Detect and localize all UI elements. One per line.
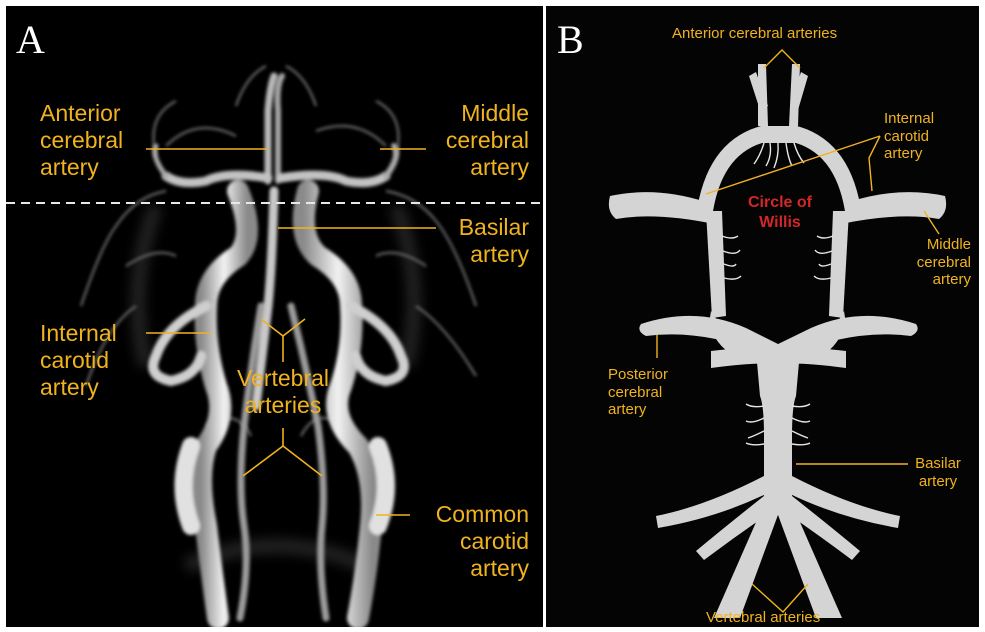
- label-line: cerebral: [917, 254, 971, 272]
- label-line: Internal: [40, 320, 117, 347]
- label-line: Middle: [917, 236, 971, 254]
- panel-b-schematic: B Anterior cerebral arteries Internal ca…: [546, 6, 979, 627]
- label-line: cerebral: [446, 127, 529, 154]
- label-line: Willis: [730, 213, 830, 233]
- label-line: artery: [608, 401, 668, 419]
- label-line: Common: [436, 501, 529, 528]
- label-line: artery: [459, 241, 529, 268]
- label-line: artery: [917, 271, 971, 289]
- label-line: artery: [902, 473, 974, 491]
- panel-a-angiogram: A Anterior cerebral artery Middle cerebr…: [6, 6, 543, 627]
- label-line: carotid: [40, 347, 117, 374]
- label-line: artery: [446, 154, 529, 181]
- label-internal-carotid-artery-a: Internal carotid artery: [40, 320, 117, 401]
- label-vertebral-arteries-a: Vertebral arteries: [224, 365, 342, 419]
- label-basilar-artery-b: Basilar artery: [902, 455, 974, 490]
- label-vertebral-arteries-b: Vertebral arteries: [706, 609, 820, 627]
- label-line: cerebral: [40, 127, 123, 154]
- label-line: cerebral: [608, 384, 668, 402]
- label-anterior-cerebral-artery-a: Anterior cerebral artery: [40, 100, 123, 181]
- label-line: Vertebral: [224, 365, 342, 392]
- label-posterior-cerebral-artery-b: Posterior cerebral artery: [608, 366, 668, 419]
- label-line: Internal: [884, 110, 934, 128]
- label-common-carotid-artery-a: Common carotid artery: [436, 501, 529, 582]
- label-line: artery: [436, 555, 529, 582]
- label-middle-cerebral-artery-a: Middle cerebral artery: [446, 100, 529, 181]
- label-line: Circle of: [730, 193, 830, 213]
- label-line: Middle: [446, 100, 529, 127]
- panel-a-letter: A: [16, 20, 45, 60]
- label-line: Posterior: [608, 366, 668, 384]
- label-internal-carotid-artery-b: Internal carotid artery: [884, 110, 934, 163]
- label-line: Anterior: [40, 100, 123, 127]
- label-middle-cerebral-artery-b: Middle cerebral artery: [917, 236, 971, 289]
- label-line: artery: [40, 374, 117, 401]
- label-circle-of-willis: Circle of Willis: [730, 193, 830, 233]
- label-line: carotid: [436, 528, 529, 555]
- label-line: Basilar: [902, 455, 974, 473]
- label-anterior-cerebral-arteries-b: Anterior cerebral arteries: [672, 25, 837, 43]
- label-line: Basilar: [459, 214, 529, 241]
- label-line: carotid: [884, 128, 934, 146]
- label-basilar-artery-a: Basilar artery: [459, 214, 529, 268]
- circle-of-willis-schematic: [546, 6, 979, 627]
- label-line: artery: [884, 145, 934, 163]
- panel-b-letter: B: [557, 20, 584, 60]
- label-line: artery: [40, 154, 123, 181]
- label-line: arteries: [224, 392, 342, 419]
